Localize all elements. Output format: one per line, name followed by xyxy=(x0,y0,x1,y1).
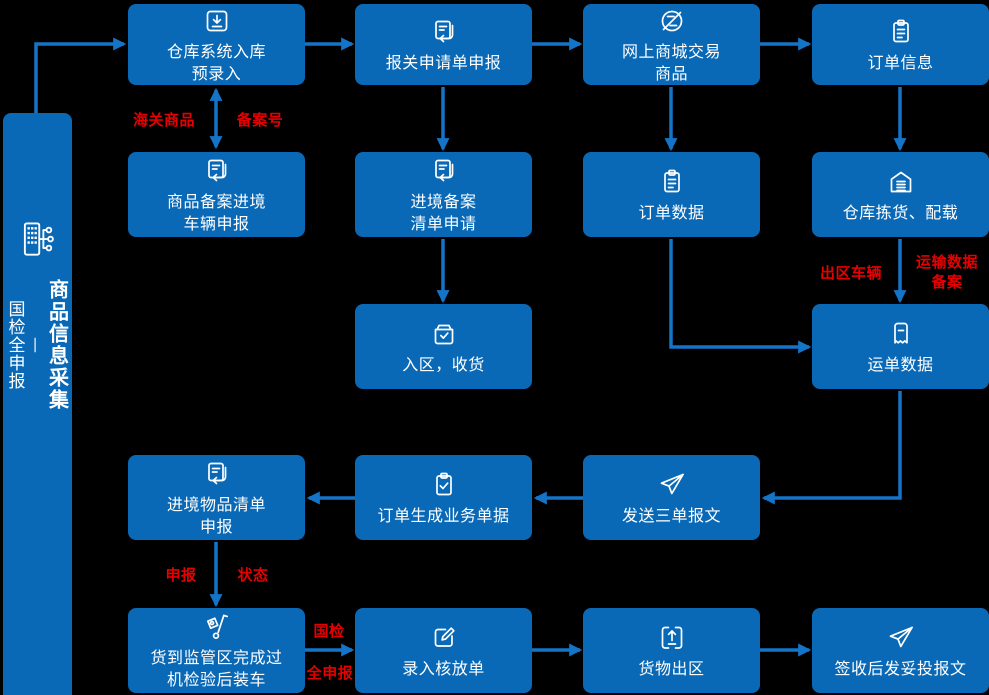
edge-label-status: 状态 xyxy=(237,566,269,584)
node-label: 报关申请单申报 xyxy=(385,52,502,72)
node-order-data: 订单数据 xyxy=(583,152,760,237)
sidebar-product-info-collection: 商品信息采集 — 国检全申报 xyxy=(3,113,72,695)
node-input-release-form: 录入核放单 xyxy=(355,608,532,693)
sidebar-vertical-text: 商品信息采集 — 国检全申报 xyxy=(3,279,73,411)
warehouse-icon xyxy=(885,166,917,198)
node-label: 进境备案 清单申请 xyxy=(410,191,477,233)
node-warehouse-system-entry-prerecord: 仓库系统入库 预录入 xyxy=(128,4,305,85)
node-label: 网上商城交易 商品 xyxy=(621,41,721,83)
node-goods-record-vehicle-declare: 商品备案进境 车辆申报 xyxy=(128,152,305,237)
clipboard-icon xyxy=(885,16,917,48)
edge-label-exit-vehicle: 出区车辆 xyxy=(819,264,882,282)
node-online-mall-trade-goods: 网上商城交易 商品 xyxy=(583,4,760,85)
node-label: 订单生成业务单据 xyxy=(377,505,510,525)
node-label: 运单数据 xyxy=(867,354,934,374)
trolley-icon xyxy=(201,611,233,643)
node-label: 录入核放单 xyxy=(402,658,485,678)
sidebar-subtitle: 国检全申报 xyxy=(4,300,25,390)
building-orgchart-icon xyxy=(18,219,58,259)
node-enter-zone-receive-goods: 入区，收货 xyxy=(355,304,532,389)
doc-return-icon xyxy=(428,16,460,48)
node-entry-items-list-declare: 进境物品清单 申报 xyxy=(128,455,305,540)
doc-return-icon xyxy=(201,155,233,187)
node-label: 货到监管区完成过 机检验后装车 xyxy=(150,647,283,689)
upload-icon xyxy=(656,622,688,654)
node-warehouse-picking-loading: 仓库拣货、配载 xyxy=(812,152,989,237)
edge-label-customs-goods: 海关商品 xyxy=(132,111,195,129)
node-order-generate-business-docs: 订单生成业务单据 xyxy=(355,455,532,540)
node-label: 发送三单报文 xyxy=(621,505,721,525)
paper-plane-icon xyxy=(656,469,688,501)
node-label: 进境物品清单 申报 xyxy=(166,494,266,536)
clipboard-check-icon xyxy=(428,469,460,501)
box-check-icon xyxy=(428,318,460,350)
edge-label-full-declaration: 全申报 xyxy=(306,664,354,682)
node-label: 签收后发妥投报文 xyxy=(834,658,967,678)
waybill-icon xyxy=(885,318,917,350)
node-label: 入区，收货 xyxy=(402,354,485,374)
node-label: 订单信息 xyxy=(867,52,934,72)
node-label: 仓库拣货、配载 xyxy=(842,202,959,222)
node-sign-delivery-message: 签收后发妥投报文 xyxy=(812,608,989,693)
node-waybill-data: 运单数据 xyxy=(812,304,989,389)
node-goods-to-supervision-zone-load: 货到监管区完成过 机检验后装车 xyxy=(128,608,305,693)
sidebar-title: 商品信息采集 xyxy=(45,279,70,411)
doc-return-icon xyxy=(428,155,460,187)
edit-icon xyxy=(428,622,460,654)
edge-label-inspection: 国检 xyxy=(313,622,345,640)
edge-label-record-number: 备案号 xyxy=(236,111,284,129)
paper-plane-icon xyxy=(885,622,917,654)
node-label: 订单数据 xyxy=(638,202,705,222)
sidebar-separator: — xyxy=(26,337,46,353)
node-customs-declaration-application: 报关申请单申报 xyxy=(355,4,532,85)
doc-return-icon xyxy=(201,458,233,490)
circle-z-icon xyxy=(656,5,688,37)
node-goods-exit-zone: 货物出区 xyxy=(583,608,760,693)
node-order-info: 订单信息 xyxy=(812,4,989,85)
node-label: 仓库系统入库 预录入 xyxy=(166,41,266,83)
node-entry-record-list-application: 进境备案 清单申请 xyxy=(355,152,532,237)
clipboard-icon xyxy=(656,166,688,198)
edge-label-declare: 申报 xyxy=(165,566,197,584)
node-send-three-docs-message: 发送三单报文 xyxy=(583,455,760,540)
node-label: 商品备案进境 车辆申报 xyxy=(166,191,266,233)
edge-label-transport-data-record: 运输数据 备案 xyxy=(915,253,978,292)
download-icon xyxy=(201,5,233,37)
node-label: 货物出区 xyxy=(638,658,705,678)
